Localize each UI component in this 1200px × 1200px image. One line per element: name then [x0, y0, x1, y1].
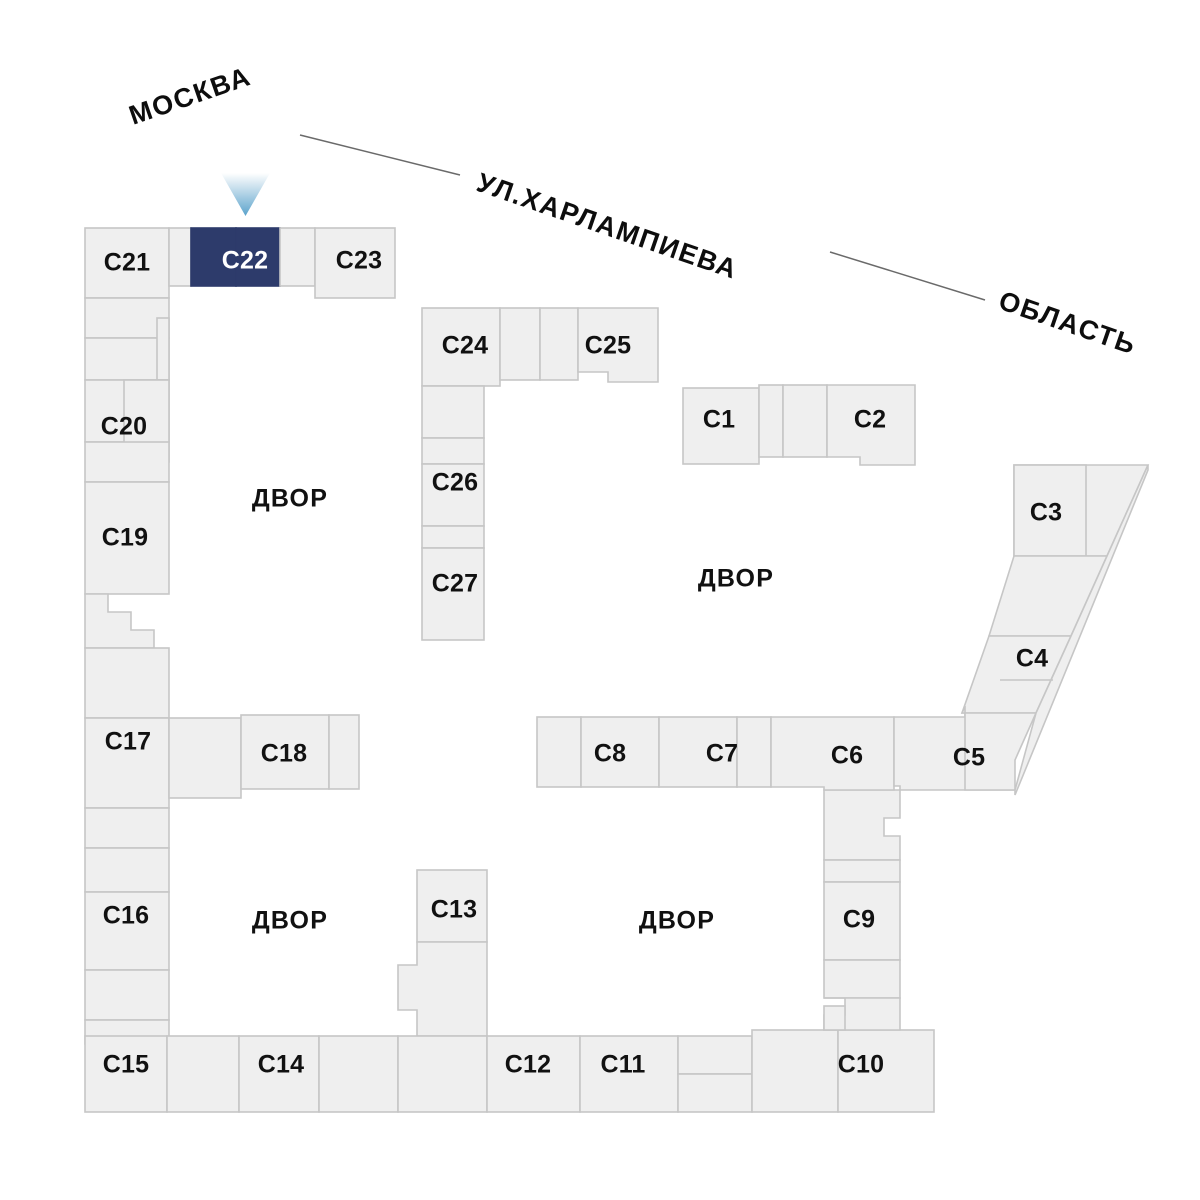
- selected-location-marker-icon: [221, 173, 270, 216]
- leader-line-moskva: [299, 134, 461, 176]
- label-C17: C17: [105, 728, 151, 756]
- block-bottom-s4[interactable]: [677, 1035, 753, 1075]
- label-C9: C9: [843, 906, 875, 934]
- block-C24[interactable]: [421, 307, 501, 387]
- label-C15: C15: [103, 1051, 149, 1079]
- block-C13[interactable]: [416, 869, 488, 943]
- block-C26[interactable]: [421, 463, 485, 527]
- label-C4: C4: [1016, 645, 1048, 673]
- block-C2[interactable]: [826, 384, 916, 466]
- block-ne-s5[interactable]: [421, 525, 485, 549]
- block-left-s5[interactable]: [84, 847, 170, 893]
- block-C9-notch[interactable]: [823, 1005, 846, 1031]
- label-C11: C11: [600, 1051, 645, 1079]
- label-C27: C27: [432, 570, 478, 598]
- label-C24: C24: [442, 332, 488, 360]
- label-C12: C12: [505, 1051, 551, 1079]
- block-C9-s2[interactable]: [823, 959, 901, 999]
- block-C8[interactable]: [580, 716, 660, 788]
- block-ne-s1[interactable]: [499, 307, 541, 381]
- block-left-s2[interactable]: [84, 337, 170, 381]
- label-C19: C19: [102, 524, 148, 552]
- block-bottom-s3[interactable]: [397, 1035, 488, 1113]
- label-C5: C5: [953, 744, 985, 772]
- label-C20: C20: [101, 413, 147, 441]
- block-C9[interactable]: [823, 881, 901, 961]
- leader-line-oblast: [829, 251, 986, 301]
- block-C27[interactable]: [421, 547, 485, 641]
- label-C23: C23: [336, 247, 382, 275]
- label-C26: C26: [432, 469, 478, 497]
- block-C15[interactable]: [84, 1035, 168, 1113]
- label-C21: C21: [104, 249, 150, 277]
- street-label-oblast: ОБЛАСТЬ: [995, 285, 1140, 360]
- block-spacer-n2[interactable]: [279, 227, 316, 287]
- block-C22-a[interactable]: [190, 227, 237, 287]
- label-C6: C6: [831, 742, 863, 770]
- block-left-notch1[interactable]: [156, 317, 170, 381]
- label-C7: C7: [706, 740, 738, 768]
- label-C18: C18: [261, 740, 307, 768]
- block-left-s6[interactable]: [84, 969, 170, 1021]
- label-C16: C16: [103, 902, 149, 930]
- block-C12[interactable]: [486, 1035, 581, 1113]
- label-C1: C1: [703, 406, 735, 434]
- block-C17-b[interactable]: [168, 717, 242, 799]
- label-C13: C13: [431, 896, 477, 924]
- yard-label-se: ДВОР: [639, 907, 715, 935]
- block-left-s4[interactable]: [84, 807, 170, 849]
- block-bottom-s1[interactable]: [166, 1035, 240, 1113]
- block-C1[interactable]: [682, 387, 760, 465]
- block-C9-s1[interactable]: [823, 859, 901, 883]
- block-c1c2-s2[interactable]: [782, 384, 828, 458]
- block-C19[interactable]: [84, 481, 170, 595]
- block-C10-b[interactable]: [837, 1029, 935, 1113]
- block-c1c2-s1[interactable]: [758, 384, 784, 458]
- block-C7[interactable]: [658, 716, 738, 788]
- label-C14: C14: [258, 1051, 304, 1079]
- block-mid-s1[interactable]: [536, 716, 582, 788]
- block-C18-b[interactable]: [328, 714, 360, 790]
- block-bottom-s5[interactable]: [677, 1073, 753, 1113]
- block-left-steps[interactable]: [84, 593, 155, 649]
- block-C9-top[interactable]: [823, 789, 901, 861]
- yard-label-nw: ДВОР: [252, 485, 328, 513]
- block-spacer-n1[interactable]: [168, 227, 192, 287]
- block-C22-b[interactable]: [235, 227, 281, 287]
- yard-label-ne: ДВОР: [698, 565, 774, 593]
- block-C25[interactable]: [577, 307, 659, 383]
- label-C22: C22: [222, 247, 268, 275]
- label-C3: C3: [1030, 499, 1062, 527]
- block-C17[interactable]: [84, 717, 170, 809]
- block-C13-lower[interactable]: [397, 941, 488, 1037]
- block-ne-s3[interactable]: [421, 385, 485, 439]
- block-C11[interactable]: [579, 1035, 679, 1113]
- block-C20-c[interactable]: [84, 441, 170, 483]
- street-label-moskva: МОСКВА: [125, 61, 255, 131]
- yard-label-sw: ДВОР: [252, 907, 328, 935]
- label-C25: C25: [585, 332, 631, 360]
- block-east-edge: [1014, 464, 1149, 796]
- block-left-s3[interactable]: [84, 647, 170, 719]
- label-C8: C8: [594, 740, 626, 768]
- label-C2: C2: [854, 406, 886, 434]
- block-C16[interactable]: [84, 891, 170, 971]
- block-C21[interactable]: [84, 227, 170, 299]
- block-bottom-s2[interactable]: [318, 1035, 399, 1113]
- block-mid-s2[interactable]: [736, 716, 772, 788]
- label-C10: C10: [838, 1051, 884, 1079]
- block-C23[interactable]: [314, 227, 396, 299]
- block-C10[interactable]: [751, 1029, 839, 1113]
- street-label-kharlampieva: УЛ.ХАРЛАМПИЕВА: [473, 167, 742, 285]
- block-ne-s4[interactable]: [421, 437, 485, 465]
- block-ne-s2[interactable]: [539, 307, 579, 381]
